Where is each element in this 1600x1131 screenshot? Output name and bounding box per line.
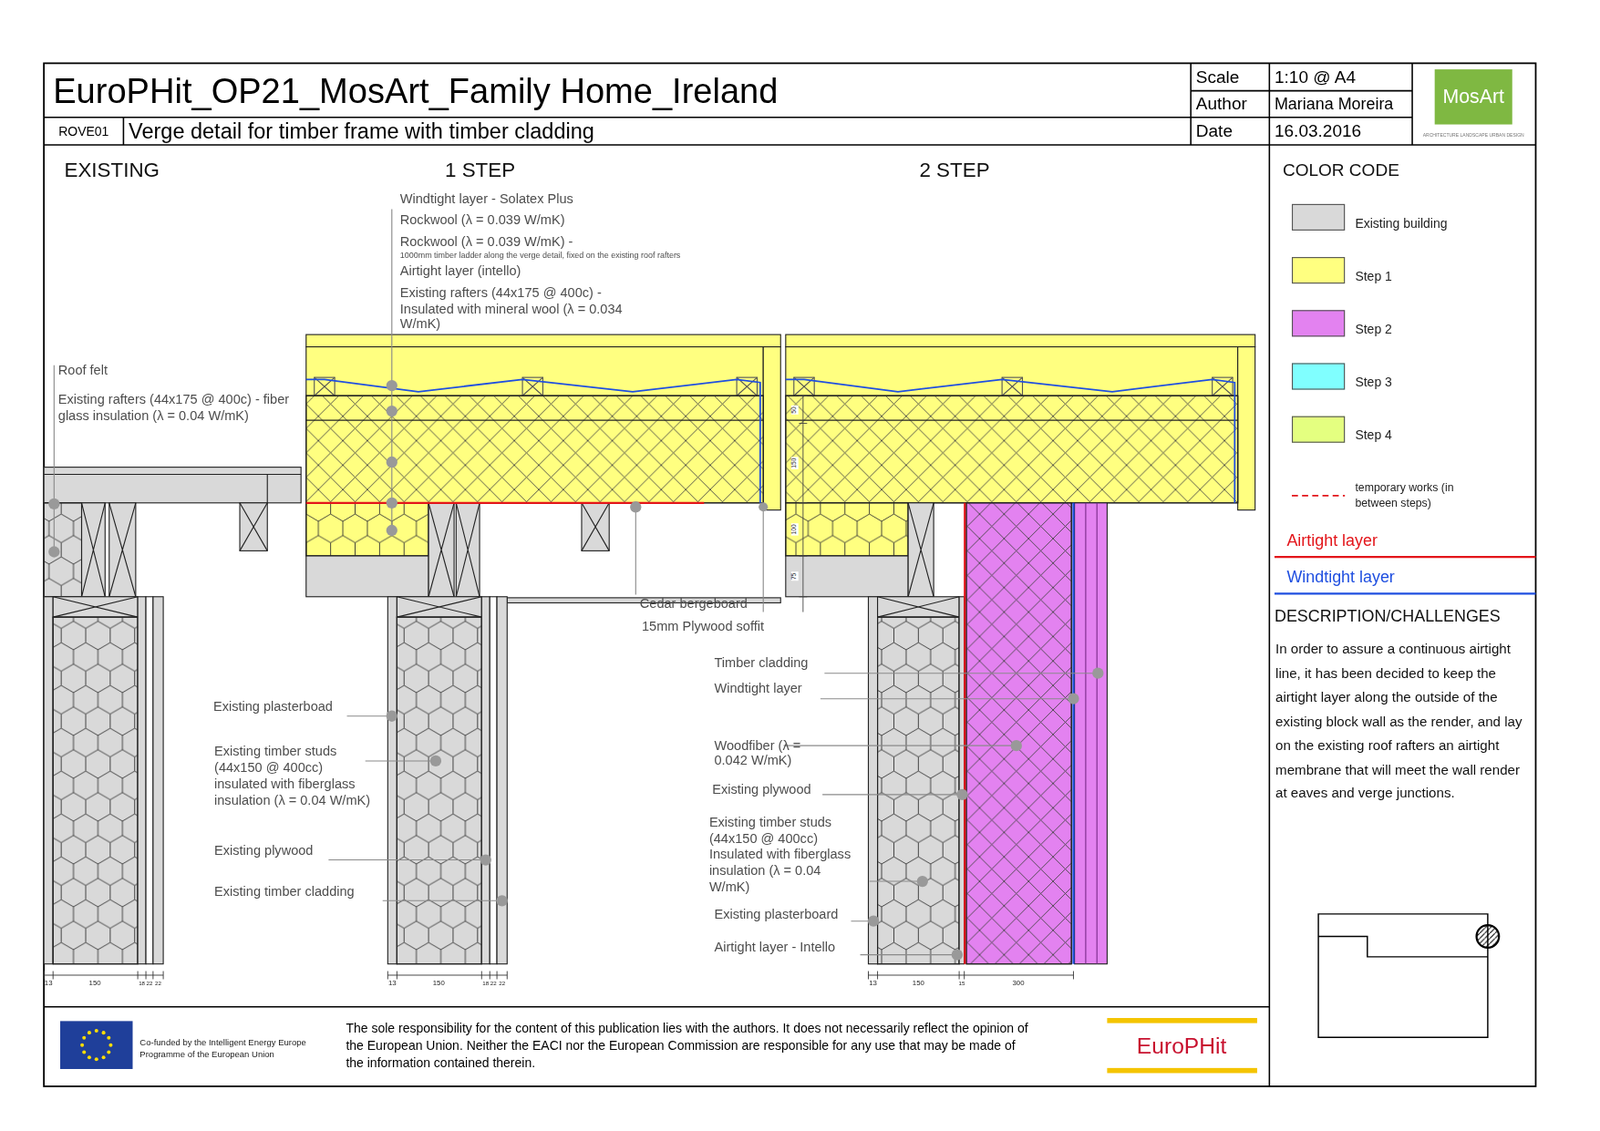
sheet-title: EuroPHit_OP21_MosArt_Family Home_Ireland	[52, 70, 778, 113]
callout-label: Rockwool (λ = 0.039 W/mK) -	[400, 234, 574, 250]
field-name-cell: Author	[1190, 91, 1270, 118]
legend-label: Airtight layer	[1286, 530, 1378, 550]
legend-label: Step 4	[1354, 428, 1392, 444]
drawing-number-cell: ROVE01	[43, 117, 124, 145]
dimension: 300	[1011, 979, 1024, 988]
callout-label: Timber cladding	[713, 655, 808, 671]
cell-text: Author	[1196, 93, 1248, 114]
callout-label: Windtight layer - Solatex Plus	[400, 191, 574, 207]
programme-logo: EuroPHit	[1136, 1033, 1228, 1062]
callout-label: Existing plasterboad	[213, 699, 333, 715]
field-name-cell: Date	[1190, 117, 1270, 145]
leader-lines	[53, 208, 1095, 955]
callout-label: Existing rafters (44x175 @ 400c) - fiber…	[58, 392, 299, 425]
disclaimer-text: The sole responsibility for the content …	[345, 1020, 1030, 1073]
callout-label: Existing plywood	[712, 782, 811, 798]
cell-text: Date	[1196, 121, 1233, 142]
key-plan	[1318, 914, 1499, 1038]
callout-label: Existing plasterboard	[713, 907, 838, 923]
dimension: 18	[138, 980, 145, 987]
legend-label: Step 3	[1354, 374, 1392, 391]
legend-swatch	[1291, 416, 1345, 444]
dimension-lines	[43, 971, 1074, 981]
legend-line-samples	[1274, 495, 1537, 594]
section-heading: DESCRIPTION/CHALLENGES	[1274, 606, 1501, 626]
dimension: 22	[490, 980, 497, 987]
field-value-cell: 1:10 @ A4	[1269, 62, 1413, 91]
dimension: 22	[146, 980, 154, 987]
dimension: 13	[44, 979, 53, 988]
legend-swatch	[1291, 309, 1345, 337]
dimension: 150	[433, 979, 445, 988]
legend-label: Step 2	[1354, 321, 1392, 338]
field-value-cell: 16.03.2016	[1269, 117, 1413, 145]
legend-heading: COLOR CODE	[1282, 159, 1400, 181]
callout-label: 15mm Plywood soffit	[641, 618, 764, 634]
legend-swatch	[1291, 362, 1345, 390]
panel-heading: EXISTING	[64, 156, 160, 182]
leader-dots	[48, 380, 1104, 961]
callout-label: Existing plywood	[214, 843, 313, 859]
dimension: 100	[791, 523, 799, 536]
dimension: 15	[958, 980, 965, 987]
dimension: 22	[498, 980, 506, 987]
legend-label: Windtight layer	[1286, 567, 1394, 588]
field-value-cell: Mariana Moreira	[1269, 91, 1413, 118]
cell-text: 1:10 @ A4	[1274, 66, 1356, 87]
callout-label: Cedar bergeboard	[640, 596, 748, 612]
callout-label: Windtight layer	[713, 681, 802, 697]
callout-label: Existing timber studs (44x150 @ 400cc) I…	[709, 814, 865, 897]
europhit-logo-bars	[1106, 1018, 1258, 1074]
dimension: 150	[912, 979, 925, 988]
cell-text: ROVE01	[58, 123, 109, 139]
company-logo: MosArt	[1434, 69, 1513, 124]
drawing-subtitle-cell: Verge detail for timber frame with timbe…	[123, 117, 1191, 145]
legend-label: temporary works (in between steps)	[1354, 480, 1473, 512]
legend-swatch	[1291, 204, 1345, 231]
callout-label: Existing rafters (44x175 @ 400c) - Insul…	[400, 285, 638, 333]
legend-label: Step 1	[1354, 268, 1392, 285]
callout-label: Airtight layer (intello)	[400, 263, 522, 279]
description-text: In order to assure a continuous airtight…	[1275, 638, 1533, 806]
cell-text: Mariana Moreira	[1274, 94, 1394, 114]
step2-section	[785, 334, 1256, 965]
logo-subtitle: ARCHITECTURE LANDSCAPE URBAN DESIGN	[1423, 133, 1525, 139]
sheet-frame	[43, 62, 1536, 1087]
dimension: 13	[868, 979, 878, 988]
eu-flag	[60, 1021, 133, 1070]
callout-label: Rockwool (λ = 0.039 W/mK)	[400, 212, 566, 228]
callout-label: Woodfiber (λ = 0.042 W/mK)	[713, 737, 826, 769]
dimension: 13	[388, 979, 397, 988]
panel-heading: 1 STEP	[444, 156, 516, 182]
legend-swatch	[1291, 257, 1345, 284]
dimension: 75	[791, 572, 799, 582]
callout-label: Roof felt	[58, 362, 108, 379]
dimension: 22	[154, 980, 162, 987]
dimension: 150	[791, 456, 799, 469]
panel-heading: 2 STEP	[918, 156, 990, 182]
dimension: 150	[89, 979, 102, 988]
cell-text: Verge detail for timber frame with timbe…	[128, 118, 595, 144]
callout-label: Existing timber studs (44x150 @ 400cc) i…	[214, 743, 376, 810]
legend-label: Existing building	[1354, 216, 1447, 232]
callout-note: 1000mm timber ladder along the verge det…	[400, 251, 682, 262]
funding-note: Co-funded by the Intelligent Energy Euro…	[139, 1037, 334, 1061]
dimension: 18	[482, 980, 489, 987]
cell-text: MosArt	[1443, 85, 1505, 109]
field-name-cell: Scale	[1190, 62, 1270, 91]
callout-label: Airtight layer - Intello	[713, 939, 836, 956]
dimension: 50	[791, 405, 799, 415]
cell-text: Scale	[1196, 66, 1240, 87]
cell-text: 16.03.2016	[1274, 121, 1362, 142]
callout-label: Existing timber cladding	[214, 883, 355, 899]
